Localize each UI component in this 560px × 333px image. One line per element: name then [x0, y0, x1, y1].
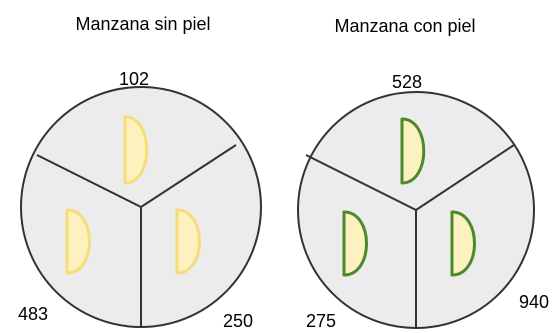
- count-bottom-left: 275: [306, 311, 336, 331]
- apple-slice-icon: [400, 117, 426, 185]
- apple-slice-icon: [65, 208, 91, 275]
- sector-divider: [140, 144, 237, 208]
- diagram-sin-piel: Manzana sin piel 102 483 250: [18, 14, 262, 331]
- diagram-con-piel: Manzana con piel 528 275 940: [297, 16, 549, 331]
- sector-divider: [36, 154, 142, 208]
- sector-divider: [415, 144, 515, 211]
- count-top: 102: [119, 69, 149, 89]
- sector-divider: [305, 154, 417, 211]
- diagram-title: Manzana sin piel: [75, 14, 210, 34]
- count-bottom-right: 940: [519, 292, 549, 312]
- apple-slice-icon: [123, 115, 149, 185]
- apple-slice-icon: [175, 208, 201, 275]
- diagram-title: Manzana con piel: [334, 16, 475, 36]
- count-bottom-left: 483: [18, 304, 48, 324]
- apple-slice-icon: [450, 210, 476, 277]
- count-top: 528: [392, 72, 422, 92]
- count-bottom-right: 250: [223, 311, 253, 331]
- apple-slice-icon: [342, 210, 368, 277]
